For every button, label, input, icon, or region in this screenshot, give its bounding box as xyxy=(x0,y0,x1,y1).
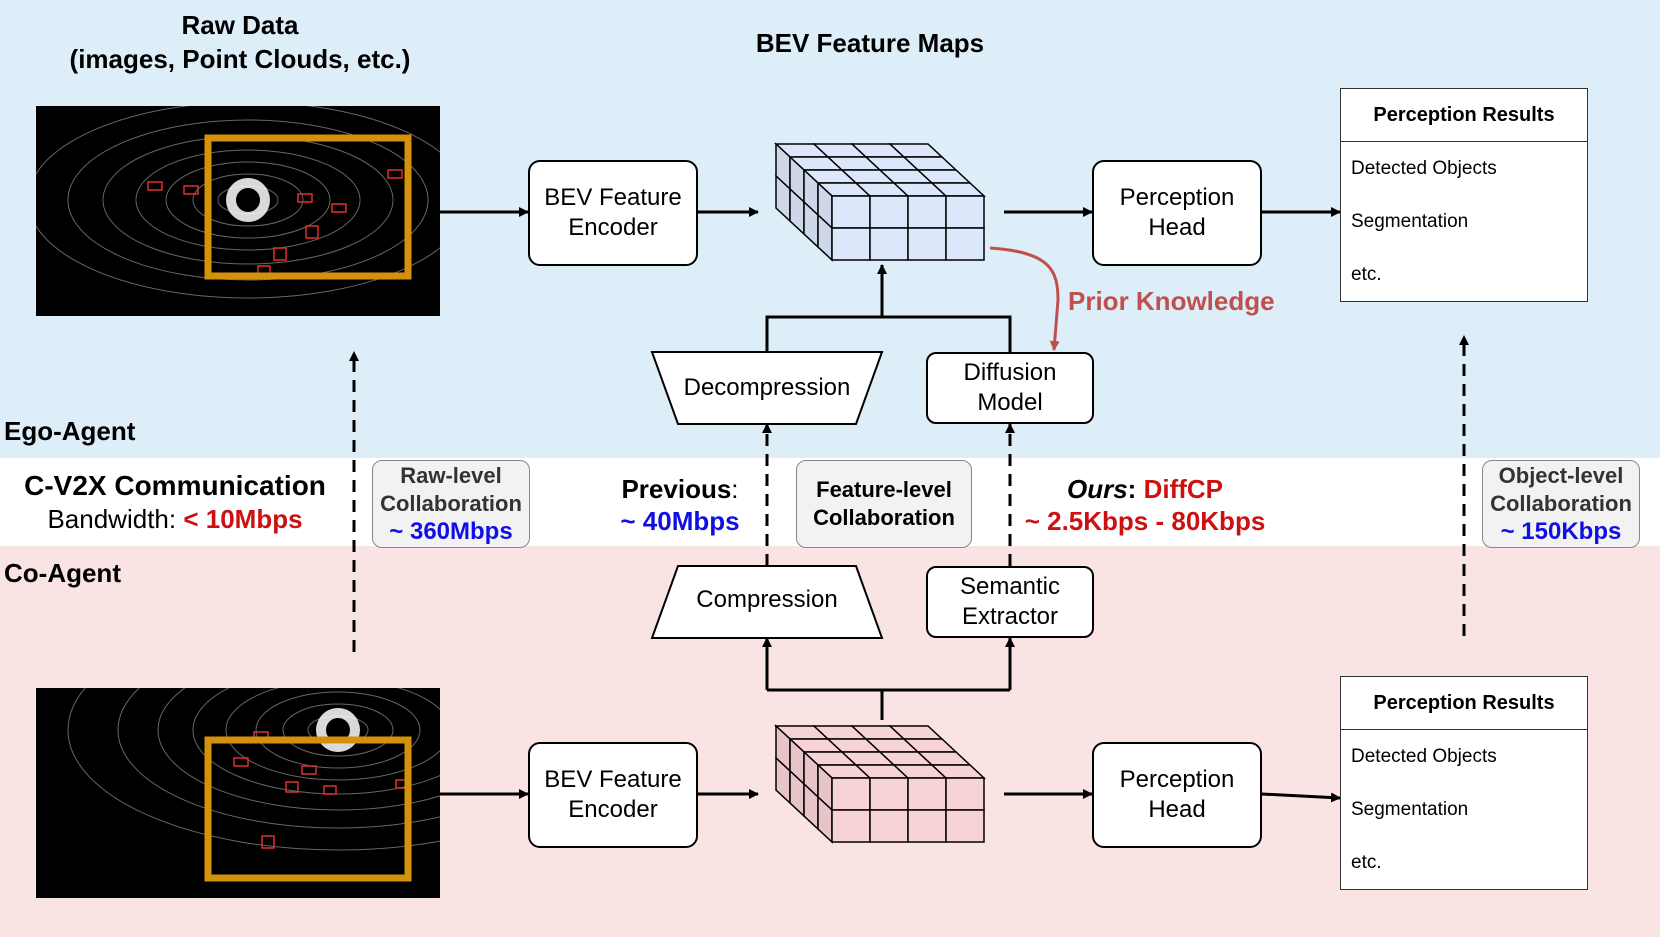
bandwidth-value: < 10Mbps xyxy=(183,504,303,534)
bev-maps-title: BEV Feature Maps xyxy=(755,28,985,58)
diffusion-model: Diffusion Model xyxy=(926,352,1094,424)
cube-front-cell xyxy=(869,227,909,261)
raw-level-collab-badge: Raw-level Collaboration ~ 360Mbps xyxy=(372,460,530,548)
co-perception-head: Perception Head xyxy=(1092,742,1262,848)
feature-level-collab-badge: Feature-level Collaboration xyxy=(796,460,972,548)
ego-head-line1: Perception xyxy=(1119,184,1235,211)
raw-collab-line1: Raw-level xyxy=(400,463,502,488)
ego-results-item: Detected Objects xyxy=(1351,158,1497,179)
semantic-extractor: Semantic Extractor xyxy=(926,566,1094,638)
object-level-collab-badge: Object-level Collaboration ~ 150Kbps xyxy=(1482,460,1640,548)
bandwidth-label: Bandwidth: xyxy=(47,504,184,534)
prior-knowledge-label: Prior Knowledge xyxy=(1068,286,1275,316)
cube-front-cell xyxy=(831,809,871,843)
semantic-line1: Semantic xyxy=(959,573,1061,600)
semantic-line2: Extractor xyxy=(961,603,1059,630)
compression-label: Compression xyxy=(696,586,838,613)
co-results-header: Perception Results xyxy=(1341,677,1587,730)
cube-front-cell xyxy=(907,227,947,261)
co-perception-results: Perception Results Detected Objects Segm… xyxy=(1340,676,1588,890)
raw-data-subtitle: (images, Point Clouds, etc.) xyxy=(69,44,411,74)
ours-colon: : xyxy=(1127,474,1144,504)
comm-title: C-V2X Communication xyxy=(24,470,326,501)
feature-collab-line1: Feature-level xyxy=(816,477,952,502)
raw-data-title: Raw Data xyxy=(181,10,299,40)
cube-front-cell xyxy=(945,809,985,843)
decompression-label: Decompression xyxy=(683,374,851,401)
co-head-line1: Perception xyxy=(1119,766,1235,793)
previous-label: Previous xyxy=(621,474,732,504)
cube-front-cell xyxy=(831,777,871,811)
ego-bev-encoder: BEV Feature Encoder xyxy=(528,160,698,266)
co-results-item: Detected Objects xyxy=(1351,746,1497,767)
co-results-item: etc. xyxy=(1351,852,1382,873)
cube-front-cell xyxy=(869,809,909,843)
cube-front-cell xyxy=(945,227,985,261)
co-agent-label: Co-Agent xyxy=(4,558,121,588)
ego-head-line2: Head xyxy=(1148,214,1206,241)
ego-bev-feature-cube xyxy=(774,142,986,262)
cube-front-cell xyxy=(907,195,947,229)
ego-lidar-image xyxy=(36,106,440,316)
object-collab-bandwidth: ~ 150Kbps xyxy=(1500,518,1622,545)
co-encoder-line1: BEV Feature xyxy=(544,766,682,793)
arrow-co-head-to-results xyxy=(1261,792,1341,803)
ego-perception-results: Perception Results Detected Objects Segm… xyxy=(1340,88,1588,302)
ego-results-item: etc. xyxy=(1351,264,1382,285)
co-results-item: Segmentation xyxy=(1351,799,1469,820)
ours-name: DiffCP xyxy=(1143,474,1223,504)
object-collab-line1: Object-level xyxy=(1498,463,1624,488)
feature-collab-line2: Collaboration xyxy=(813,505,955,530)
decompression-shape xyxy=(650,351,884,425)
ego-results-item: Segmentation xyxy=(1351,211,1469,232)
ego-results-header: Perception Results xyxy=(1341,89,1587,142)
previous-line: Previous: xyxy=(600,474,760,505)
arrow-prior-knowledge xyxy=(989,246,1060,351)
previous-bandwidth: ~ 40Mbps xyxy=(620,506,740,536)
cube-front-cell xyxy=(869,777,909,811)
ego-encoder-line1: BEV Feature xyxy=(544,184,682,211)
ours-line: Ours: DiffCP xyxy=(1010,474,1280,505)
connector-merge-ego xyxy=(765,315,1012,352)
co-bev-encoder: BEV Feature Encoder xyxy=(528,742,698,848)
compression-shape xyxy=(650,565,884,639)
co-head-line2: Head xyxy=(1148,796,1206,823)
cube-front-cell xyxy=(869,195,909,229)
ours-label: Ours xyxy=(1066,474,1128,504)
cube-front-cell xyxy=(831,227,871,261)
ego-agent-label: Ego-Agent xyxy=(4,416,136,446)
ego-encoder-line2: Encoder xyxy=(568,214,658,241)
co-lidar-image xyxy=(36,688,440,898)
co-encoder-line2: Encoder xyxy=(568,796,658,823)
cube-front-cell xyxy=(907,809,947,843)
diffusion-line1: Diffusion xyxy=(963,359,1057,386)
bandwidth-line: Bandwidth: < 10Mbps xyxy=(10,504,340,535)
cube-front-cell xyxy=(945,777,985,811)
ego-perception-head: Perception Head xyxy=(1092,160,1262,266)
diffusion-line2: Model xyxy=(977,389,1043,416)
previous-colon: : xyxy=(731,474,739,504)
cube-front-cell xyxy=(907,777,947,811)
raw-collab-line2: Collaboration xyxy=(380,491,522,516)
raw-collab-bandwidth: ~ 360Mbps xyxy=(389,518,513,545)
object-collab-line2: Collaboration xyxy=(1490,491,1632,516)
cube-front-cell xyxy=(831,195,871,229)
ours-bandwidth: ~ 2.5Kbps - 80Kbps xyxy=(1024,506,1266,536)
co-bev-feature-cube xyxy=(774,724,986,844)
cube-front-cell xyxy=(945,195,985,229)
